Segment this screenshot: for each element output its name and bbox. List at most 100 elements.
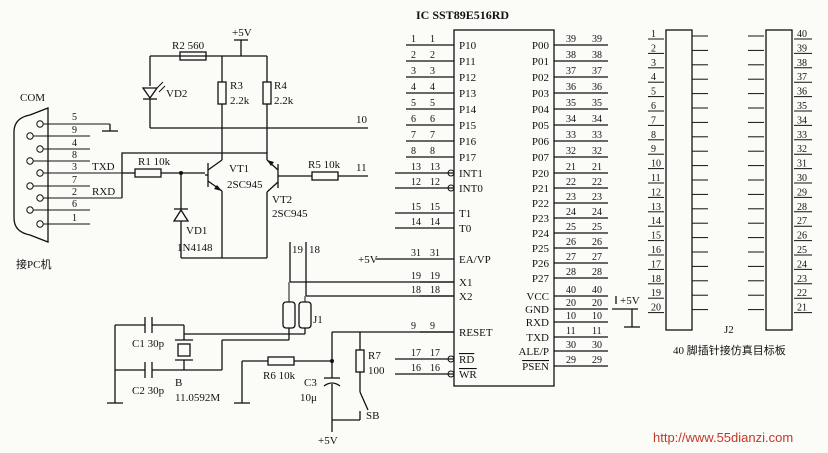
ic-pin-p10-label: P10 xyxy=(459,40,477,52)
ic-pin-p17-label: P17 xyxy=(459,152,477,164)
j2-pin-8: 8 xyxy=(651,130,656,141)
ic-pin-p24-label: P24 xyxy=(532,228,550,240)
j2-pin-25: 25 xyxy=(797,245,807,256)
net-10-label: 10 xyxy=(356,114,368,126)
r7-resistor xyxy=(355,349,365,373)
ic-pin-p13-num-outer: 4 xyxy=(411,82,416,93)
ic-pin-txd-num-inner: 11 xyxy=(566,326,576,337)
ic-pin-t1-num-inner: 15 xyxy=(430,202,440,213)
j2-pin-40: 40 xyxy=(797,29,807,40)
ic-pin-int0-label: INT0 xyxy=(459,183,483,195)
r3-label: R3 xyxy=(230,80,243,92)
ic-pin-p16-num-inner: 7 xyxy=(430,130,435,141)
ic-pin-rd-label: RD xyxy=(459,354,474,366)
j2-pin-24: 24 xyxy=(797,259,807,270)
ic-pin-p14-num-outer: 5 xyxy=(411,98,416,109)
crystal-b xyxy=(175,339,193,361)
ic-pin-p02-label: P02 xyxy=(532,72,549,84)
j2-pin-12: 12 xyxy=(651,187,661,198)
r3-resistor xyxy=(217,81,227,105)
c1-capacitor xyxy=(144,317,153,333)
ic-pin-p15-label: P15 xyxy=(459,120,477,132)
ic-pin-p11-num-inner: 2 xyxy=(430,50,435,61)
ic-pin-int1-label: INT1 xyxy=(459,168,483,180)
j2-pin-19: 19 xyxy=(651,288,661,299)
ic-pin-p00-label: P00 xyxy=(532,40,550,52)
ic-pin-int1-num-inner: 13 xyxy=(430,162,440,173)
ic-pin-p05-label: P05 xyxy=(532,120,550,132)
j2-pin-13: 13 xyxy=(651,202,661,213)
net-18-label: 18 xyxy=(309,244,321,256)
c3-capacitor xyxy=(323,377,341,387)
j2-pin-28: 28 xyxy=(797,202,807,213)
j2-pin-32: 32 xyxy=(797,144,807,155)
ic-pin-p11-label: P11 xyxy=(459,56,476,68)
vt1-transistor xyxy=(205,159,223,192)
ic-pin-alep-num-inner: 30 xyxy=(566,340,576,351)
com-caption: 接PC机 xyxy=(16,257,51,271)
j2-left-column xyxy=(665,29,693,331)
c2-capacitor xyxy=(144,362,153,378)
r4-resistor xyxy=(262,81,272,105)
ic-pin-p20-label: P20 xyxy=(532,168,550,180)
ic-pin-p26-num-outer: 27 xyxy=(592,252,602,263)
ic-pin-int0-num-inner: 12 xyxy=(430,177,440,188)
ic-pin-p04-label: P04 xyxy=(532,104,550,116)
j2-pin-31: 31 xyxy=(797,159,807,170)
r1-label: R1 10k xyxy=(138,156,171,168)
j2-pin-17: 17 xyxy=(651,259,661,270)
ic-pin-x2-num-inner: 18 xyxy=(430,285,440,296)
ic-pin-p05-num-outer: 34 xyxy=(592,114,602,125)
j2-pin-26: 26 xyxy=(797,231,807,242)
com-pin-label: 7 xyxy=(72,175,77,186)
ic-pin-psen-num-inner: 29 xyxy=(566,355,576,366)
ic-pin-p07-num-inner: 32 xyxy=(566,146,576,157)
ic-pin-p04-num-inner: 35 xyxy=(566,98,576,109)
j2-pin-33: 33 xyxy=(797,130,807,141)
ic-pin-p12-label: P12 xyxy=(459,72,476,84)
r7-label: R7 xyxy=(368,350,381,362)
j2-pin-1: 1 xyxy=(651,29,656,40)
ic-pin-t0-num-inner: 14 xyxy=(430,217,440,228)
ic-pin-p07-label: P07 xyxy=(532,152,550,164)
ic-pin-p16-label: P16 xyxy=(459,136,477,148)
vt2-label: VT2 xyxy=(272,194,292,206)
ic-pin-reset-num-inner: 9 xyxy=(430,321,435,332)
r5-resistor xyxy=(311,171,339,181)
ic-pin-int1-num-outer: 13 xyxy=(411,162,421,173)
ic-pin-rd-num-outer: 17 xyxy=(411,348,421,359)
vt1-label: VT1 xyxy=(229,163,249,175)
vcc-bottom-label: +5V xyxy=(318,435,338,447)
ic-pin-p27-label: P27 xyxy=(532,273,550,285)
ic-pin-p04-num-outer: 35 xyxy=(592,98,602,109)
ic-pin-vcc-num-inner: 40 xyxy=(566,285,576,296)
ic-pin-p01-num-outer: 38 xyxy=(592,50,602,61)
ic-pin-vcc-num-outer: 40 xyxy=(592,285,602,296)
ic-pin-p24-num-outer: 25 xyxy=(592,222,602,233)
vd1-diode xyxy=(172,208,190,222)
r1-resistor xyxy=(134,168,162,178)
j2-label: J2 xyxy=(724,324,734,336)
ic-pin-p21-num-outer: 22 xyxy=(592,177,602,188)
j2-pin-2: 2 xyxy=(651,43,656,54)
r2-label: R2 560 xyxy=(172,40,205,52)
ic-pin-p15-num-inner: 6 xyxy=(430,114,435,125)
ic-pin-p10-num-outer: 1 xyxy=(411,34,416,45)
ic-pin-p12-num-outer: 3 xyxy=(411,66,416,77)
ic-pin-rd-num-inner: 17 xyxy=(430,348,440,359)
ic-pin-p27-num-outer: 28 xyxy=(592,267,602,278)
ic-pin-p25-num-inner: 26 xyxy=(566,237,576,248)
b-label: B xyxy=(175,377,182,389)
ic-pin-ea-num-outer: 31 xyxy=(411,248,421,259)
ic-pin-p22-num-inner: 23 xyxy=(566,192,576,203)
j2-pin-27: 27 xyxy=(797,216,807,227)
ic-body xyxy=(453,29,555,387)
j2-pin-23: 23 xyxy=(797,274,807,285)
vcc-top-label: +5V xyxy=(232,27,252,39)
ic-pin-p13-label: P13 xyxy=(459,88,477,100)
j2-pin-22: 22 xyxy=(797,288,807,299)
b-freq: 11.0592M xyxy=(175,392,220,404)
